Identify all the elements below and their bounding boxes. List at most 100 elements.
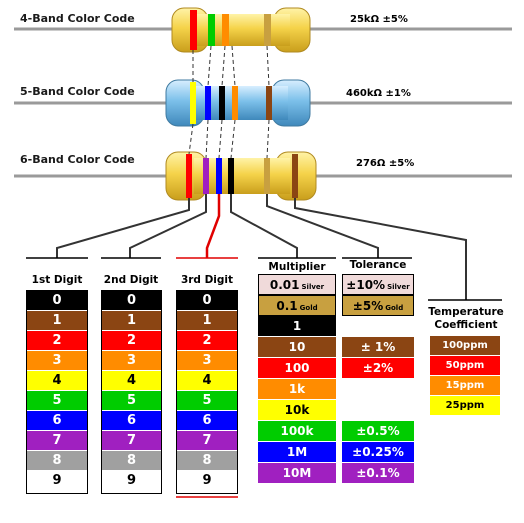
tolerance-cell: ±0.25%	[342, 442, 414, 463]
connector-wires	[56, 194, 467, 300]
tolerance-cell-sub: Silver	[387, 283, 410, 291]
row-value-4-band: 25kΩ ±5%	[350, 14, 408, 25]
digit-cell: 5	[177, 391, 237, 411]
digit-cell: 7	[102, 431, 161, 451]
multiplier-cell: 10	[258, 337, 336, 358]
multiplier-cell: 10M	[258, 463, 336, 484]
tolerance-cell-text: ±2%	[362, 361, 394, 375]
tolerance-cell-text: ±0.5%	[356, 424, 400, 438]
tolerance-cell-sub: Gold	[385, 304, 404, 312]
highlight-wire	[205, 194, 221, 258]
digit-cell: 5	[27, 391, 87, 411]
multiplier-cell-sub: Silver	[301, 283, 325, 291]
digit-cell: 5	[102, 391, 161, 411]
multiplier-cell: 1k	[258, 379, 336, 400]
digit-cell: 8	[102, 451, 161, 471]
digit-cell: 4	[102, 371, 161, 391]
digit-cell: 3	[102, 351, 161, 371]
multiplier-cell-text: 100	[284, 361, 310, 375]
header-temperature: Temperature	[428, 306, 504, 318]
row-label-5-band: 5-Band Color Code	[20, 85, 135, 98]
multiplier-cell-text: 1k	[288, 382, 306, 396]
tempco-cell: 50ppm	[430, 356, 500, 376]
digit-cell: 0	[177, 291, 237, 311]
header-coefficient: Coefficient	[434, 319, 498, 331]
tolerance-cell-text: ±0.1%	[356, 466, 400, 480]
multiplier-cell-text: 0.1	[276, 299, 298, 313]
tempco-column: 100ppm 50ppm 15ppm 25ppm	[430, 336, 500, 416]
header-underlines	[26, 257, 502, 301]
tolerance-list: ±10%Silver±5%Gold± 1%±2%±0.5%±0.25%±0.1%	[342, 274, 414, 484]
digit-cell: 4	[27, 371, 87, 391]
digit-cell: 9	[102, 471, 161, 491]
digit-cell: 6	[177, 411, 237, 431]
tempco-cell: 25ppm	[430, 396, 500, 416]
tempco-cell-text: 50ppm	[445, 360, 485, 371]
multiplier-cell-text: 100k	[280, 424, 314, 438]
digit-cell: 6	[102, 411, 161, 431]
header-3rd-digit: 3rd Digit	[180, 274, 234, 286]
tolerance-cell-text: ±0.25%	[352, 445, 404, 459]
tolerance-cell-text: ±10%	[346, 278, 386, 292]
header-multiplier: Multiplier	[268, 261, 326, 273]
tolerance-cell-text: ± 1%	[360, 340, 396, 354]
tolerance-cell-text: ±5%	[352, 299, 384, 313]
tempco-cell: 15ppm	[430, 376, 500, 396]
tolerance-cell: ±10%Silver	[342, 274, 414, 295]
multiplier-cell: 1	[258, 316, 336, 337]
tempco-list: 100ppm 50ppm 15ppm 25ppm	[430, 336, 500, 416]
header-tolerance: Tolerance	[349, 259, 407, 271]
tolerance-cell: ±5%Gold	[342, 295, 414, 316]
digit-cell: 3	[177, 351, 237, 371]
digit-cell: 0	[27, 291, 87, 311]
resistor-5-band	[14, 79, 512, 127]
digit-cell: 2	[27, 331, 87, 351]
tempco-cell-text: 25ppm	[445, 400, 485, 411]
row-label-4-band: 4-Band Color Code	[20, 12, 135, 25]
digit-cell: 8	[27, 451, 87, 471]
digit-cell: 7	[177, 431, 237, 451]
digit-cell: 2	[102, 331, 161, 351]
tolerance-cell: ± 1%	[342, 337, 414, 358]
multiplier-cell: 100	[258, 358, 336, 379]
tolerance-column: ±10%Silver±5%Gold± 1%±2%±0.5%±0.25%±0.1%	[342, 274, 414, 484]
resistor-6-band	[14, 151, 512, 201]
multiplier-cell-text: 10M	[282, 466, 312, 480]
digit-cell: 7	[27, 431, 87, 451]
tempco-cell-text: 100ppm	[442, 340, 488, 351]
multiplier-cell-text: 0.01	[269, 278, 300, 292]
digit-cell: 2	[177, 331, 237, 351]
multiplier-cell: 10k	[258, 400, 336, 421]
digit-cell: 0	[102, 291, 161, 311]
multiplier-cell-text: 1	[292, 319, 302, 333]
digit-cell: 1	[27, 311, 87, 331]
tolerance-cell: ±0.1%	[342, 463, 414, 484]
multiplier-cell-text: 10	[288, 340, 306, 354]
tolerance-cell: ±2%	[342, 358, 414, 379]
tolerance-cell: ±0.5%	[342, 421, 414, 442]
digit-cell: 3	[27, 351, 87, 371]
tolerance-cell	[342, 316, 414, 337]
row-value-5-band: 460kΩ ±1%	[346, 88, 411, 99]
tempco-cell-text: 15ppm	[445, 380, 485, 391]
band-alignment-lines	[188, 45, 270, 159]
multiplier-cell-sub: Gold	[299, 304, 318, 312]
row-value-6-band: 276Ω ±5%	[356, 158, 415, 169]
multiplier-cell-text: 10k	[284, 403, 310, 417]
tempco-cell: 100ppm	[430, 336, 500, 356]
digit-cell: 1	[177, 311, 237, 331]
resistor-4-band	[14, 7, 512, 53]
header-2nd-digit: 2nd Digit	[103, 274, 159, 286]
digit-cell: 8	[177, 451, 237, 471]
